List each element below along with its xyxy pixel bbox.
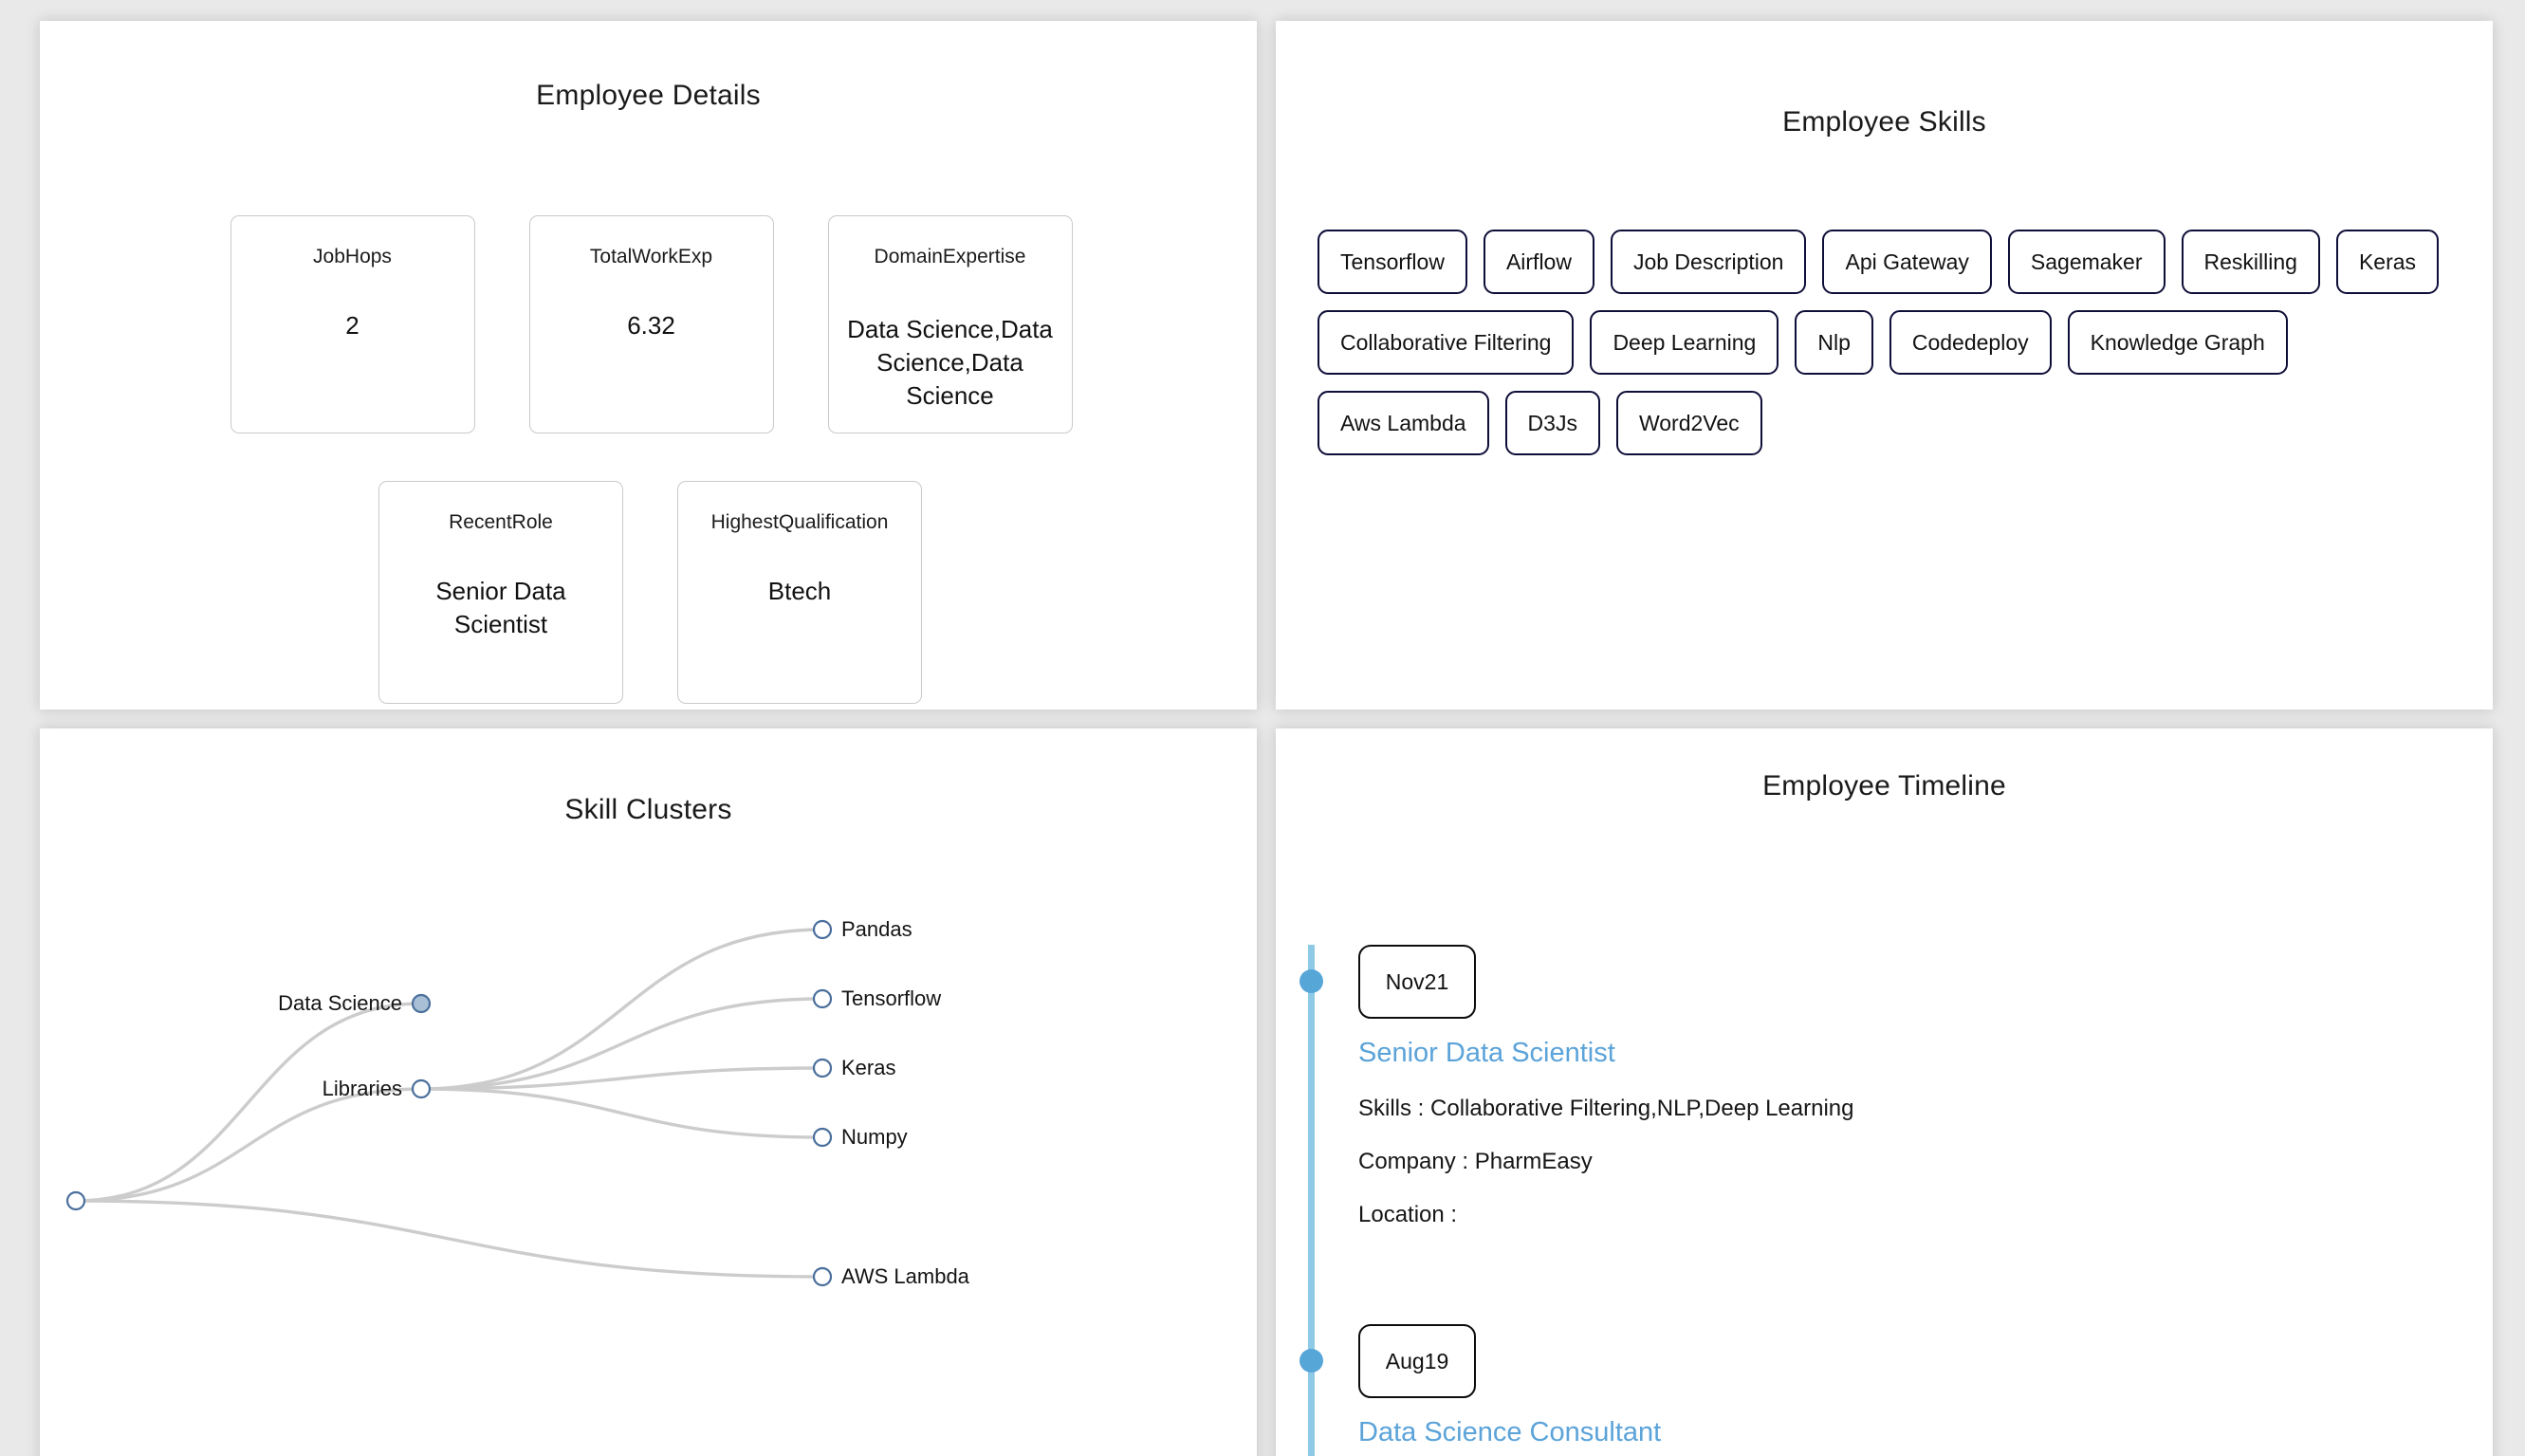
cluster-node[interactable] [65,1190,86,1211]
skill-chip[interactable]: Aws Lambda [1318,391,1489,455]
cluster-node-label: Data Science [278,991,402,1015]
cluster-node[interactable] [411,1078,432,1099]
cluster-node-label: Pandas [841,917,912,941]
timeline-company: Company : PharmEasy [1358,1149,1593,1174]
cluster-link [75,1002,422,1203]
detail-card-jobhops: JobHops 2 [230,215,475,433]
detail-card-totalworkexp: TotalWorkExp 6.32 [528,215,774,433]
detail-card-recentrole: RecentRole Senior Data Scientist [378,481,623,704]
timeline-role: Senior Data Scientist [1358,1038,1615,1068]
detail-card-label: TotalWorkExp [589,246,713,267]
cluster-link [75,1199,823,1279]
skill-chip[interactable]: Reskilling [2181,230,2320,294]
cluster-link [420,1066,823,1091]
detail-card-row-1: JobHops 2 TotalWorkExp 6.32 DomainExpert… [40,215,1257,433]
skill-chip[interactable]: Nlp [1795,310,1873,375]
timeline-axis-line [1308,945,1315,1456]
skill-chip[interactable]: Knowledge Graph [2067,310,2288,375]
detail-card-label: JobHops [313,246,392,267]
detail-card-label: DomainExpertise [874,246,1026,267]
cluster-link [420,1087,823,1139]
detail-card-value: 6.32 [627,311,675,341]
cluster-node[interactable] [812,1266,833,1287]
skill-chip[interactable]: Collaborative Filtering [1318,310,1575,375]
cluster-link [75,1087,422,1203]
skill-chip[interactable]: Airflow [1483,230,1594,294]
skill-chip[interactable]: Word2Vec [1615,391,1762,455]
timeline-skills: Skills : Collaborative Filtering,NLP,Dee… [1358,1096,1854,1121]
cluster-links [75,928,823,1279]
skill-chip[interactable]: Job Description [1610,230,1807,294]
dashboard-grid: Employee Details JobHops 2 TotalWorkExp … [40,21,2493,1456]
cluster-node[interactable] [812,988,833,1009]
detail-card-label: RecentRole [449,511,553,533]
skill-chip[interactable]: D3Js [1504,391,1600,455]
skill-chip[interactable]: Tensorflow [1318,230,1467,294]
cluster-node-label: Numpy [841,1125,908,1149]
cluster-node[interactable] [812,919,833,940]
detail-card-value: Data Science,Data Science,Data Science [847,315,1053,411]
skill-chip[interactable]: Sagemaker [2007,230,2166,294]
detail-card-value: Btech [767,577,832,606]
detail-card-value: 2 [345,311,359,341]
panel-employee-details: Employee Details JobHops 2 TotalWorkExp … [40,21,1257,710]
detail-card-value: Senior Data Scientist [435,577,566,639]
detail-card-label: HighestQualification [710,511,889,533]
detail-card-row-2: RecentRole Senior Data Scientist Highest… [40,481,1257,704]
cluster-link [420,997,823,1091]
skill-chip[interactable]: Deep Learning [1590,310,1779,375]
cluster-node-label: Libraries [323,1077,402,1100]
timeline-dot [1299,1349,1323,1373]
cluster-node-label: Keras [841,1056,895,1079]
cluster-node[interactable] [812,1127,833,1148]
skill-chip[interactable]: Api Gateway [1822,230,1992,294]
page-title-employee-skills: Employee Skills [1782,106,1986,138]
cluster-node[interactable] [812,1058,833,1078]
timeline-role: Data Science Consultant [1358,1417,1662,1447]
cluster-node[interactable] [411,993,432,1014]
timeline-date-badge[interactable]: Nov21 [1358,945,1476,1019]
detail-card-highestqualification: HighestQualification Btech [677,481,922,704]
cluster-link [420,928,823,1091]
timeline-location: Location : [1358,1202,1458,1227]
detail-card-domainexpertise: DomainExpertise Data Science,Data Scienc… [827,215,1073,433]
skill-chip[interactable]: Codedeploy [1889,310,2052,375]
timeline-dot [1299,969,1323,993]
cluster-node-label: AWS Lambda [841,1264,970,1288]
page-title-employee-timeline: Employee Timeline [1762,770,2006,802]
skill-chip[interactable]: Keras [2335,230,2440,294]
page-title-employee-details: Employee Details [536,80,761,111]
page-title-skill-clusters: Skill Clusters [564,794,732,825]
timeline-date-badge[interactable]: Aug19 [1358,1324,1476,1398]
cluster-node-label: Tensorflow [841,986,941,1010]
